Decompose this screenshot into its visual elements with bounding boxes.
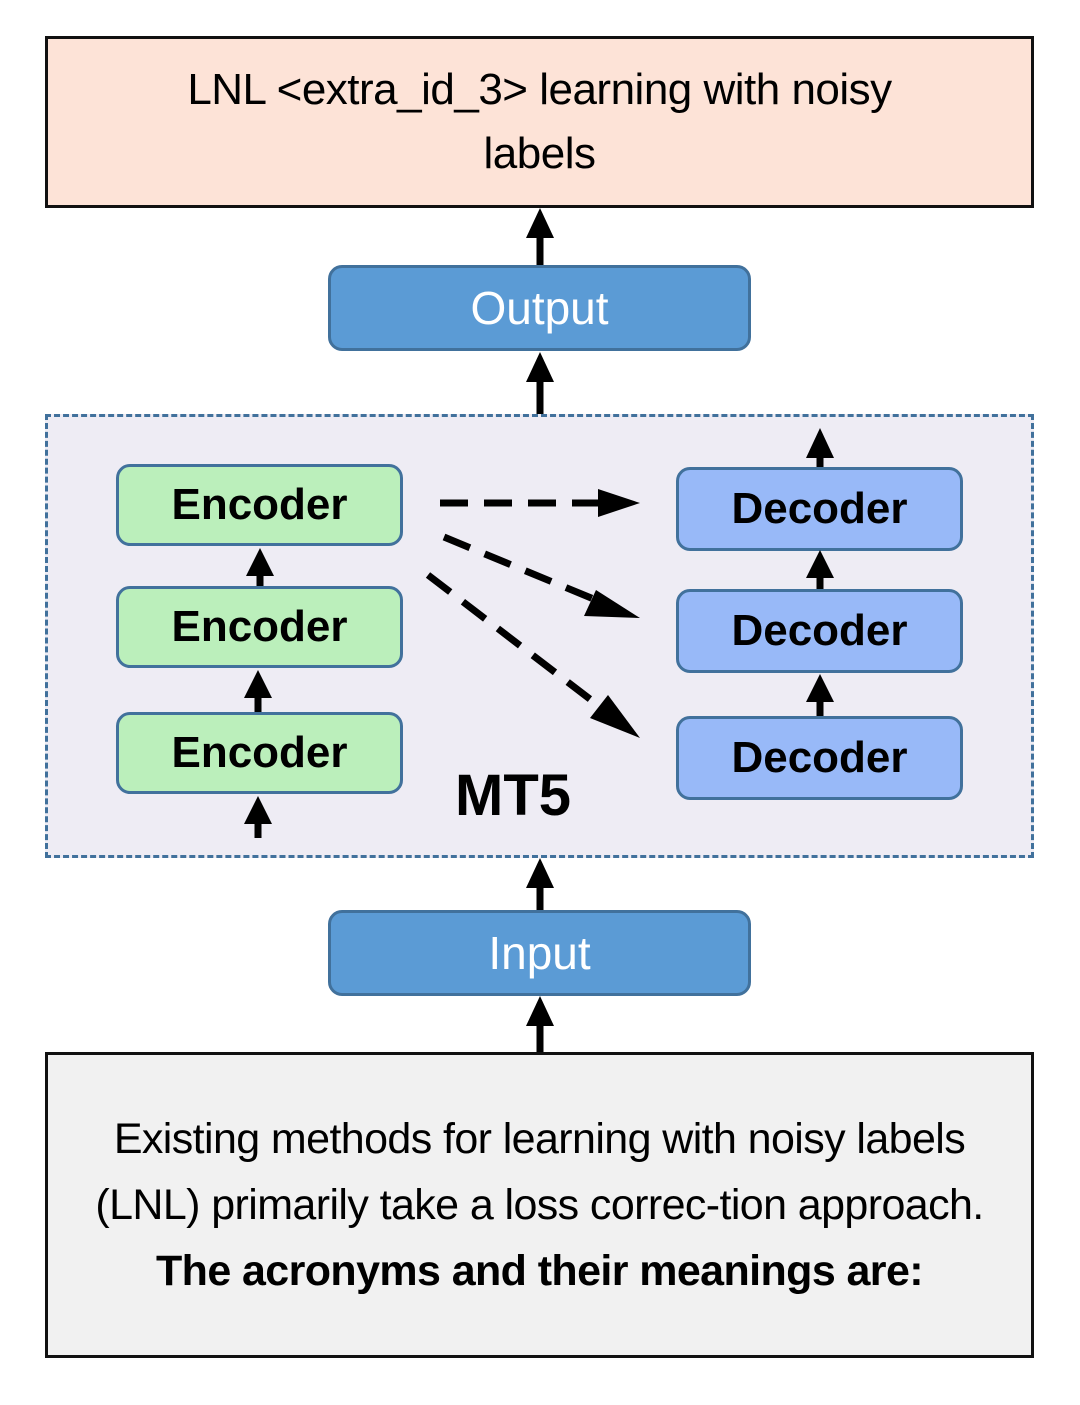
encoder-label: Encoder [171,728,348,777]
encoder-label: Encoder [171,602,348,651]
input-text-box: Existing methods for learning with noisy… [45,1052,1034,1358]
decoder-block-middle: Decoder [676,589,963,673]
output-text-box: LNL <extra_id_3> learning with noisy lab… [45,36,1034,208]
decoder-block-bottom: Decoder [676,716,963,800]
input-label: Input [488,927,591,979]
decoder-label: Decoder [731,484,908,533]
decoder-label: Decoder [731,606,908,655]
mt5-label: MT5 [455,763,571,828]
arrow-text-to-input [526,996,554,1052]
encoder-block-top: Encoder [116,464,403,546]
arrow-output-to-textbox [526,208,554,265]
encoder-block-middle: Encoder [116,586,403,668]
input-text: Existing methods for learning with noisy… [88,1106,991,1304]
input-text-bold: The acronyms and their meanings are: [156,1247,924,1295]
encoder-block-bottom: Encoder [116,712,403,794]
input-node: Input [328,910,751,996]
output-node: Output [328,265,751,351]
input-text-normal: Existing methods for learning with noisy… [95,1115,984,1229]
decoder-block-top: Decoder [676,467,963,551]
output-label: Output [470,282,609,334]
arrow-input-to-mt5 [526,858,554,910]
arrow-mt5-to-output [526,352,554,414]
output-text: LNL <extra_id_3> learning with noisy lab… [187,65,892,178]
encoder-label: Encoder [171,480,348,529]
decoder-label: Decoder [731,733,908,782]
